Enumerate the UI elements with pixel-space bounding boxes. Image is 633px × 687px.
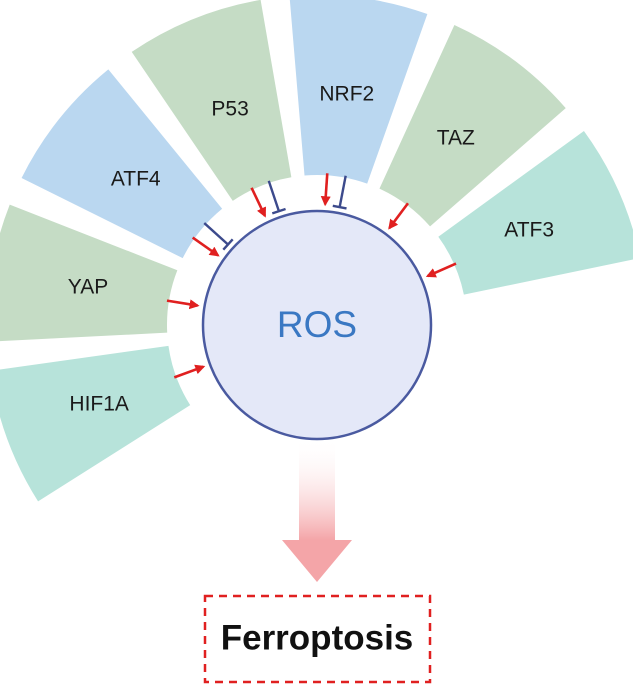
inhibit-arrow-nrf2 <box>332 175 347 210</box>
segment-label-nrf2: NRF2 <box>319 82 374 105</box>
promote-arrow-taz <box>388 202 410 230</box>
segment-atf4 <box>21 69 223 259</box>
segment-label-atf3: ATF3 <box>504 219 554 242</box>
segment-label-yap: YAP <box>68 275 108 298</box>
down-arrow <box>282 438 352 582</box>
promote-arrow-atf3 <box>425 262 457 278</box>
segment-label-hif1a: HIF1A <box>69 392 129 415</box>
promote-arrow-atf4 <box>191 236 220 257</box>
promote-arrow-nrf2 <box>320 173 331 207</box>
segment-p53 <box>131 0 292 201</box>
ferroptosis-label: Ferroptosis <box>221 618 414 657</box>
ferroptosis-box <box>203 594 432 684</box>
segment-taz <box>379 24 566 227</box>
segment-atf3 <box>438 130 633 295</box>
segment-yap <box>0 204 178 342</box>
segment-label-taz: TAZ <box>437 127 475 150</box>
promote-arrow-hif1a <box>173 364 206 379</box>
promote-arrow-yap <box>166 299 200 310</box>
ros-label: ROS <box>277 304 357 345</box>
segment-nrf2 <box>289 0 428 184</box>
segment-label-atf4: ATF4 <box>111 168 161 191</box>
segment-hif1a <box>0 345 191 502</box>
regulation-arrows <box>166 173 457 379</box>
ros-circle <box>201 209 433 441</box>
promote-arrow-p53 <box>250 187 267 218</box>
inhibit-arrow-p53 <box>267 180 286 215</box>
segment-label-p53: P53 <box>211 97 248 120</box>
inhibit-arrow-atf4 <box>203 222 234 251</box>
